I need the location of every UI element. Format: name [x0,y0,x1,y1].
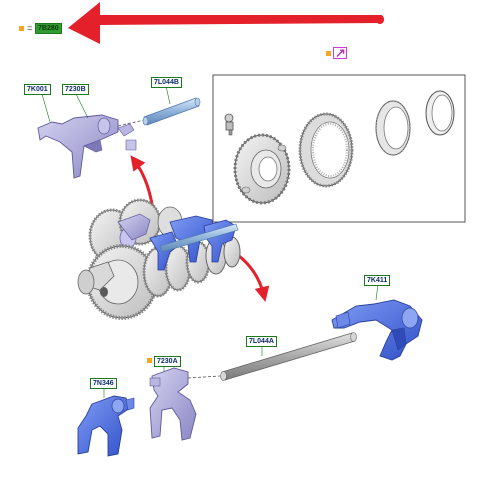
callout-7k001[interactable]: 7K001 [24,84,51,95]
shift-rail-7l044a [220,332,357,381]
gearbox-assembly [77,198,241,320]
callout-7l044a[interactable]: 7L044A [246,336,277,347]
callout-7230a-marker [147,358,152,363]
shift-fork-7230a [149,367,221,441]
synchronizer-hub-part [233,133,291,205]
callout-7230b[interactable]: 7230B [62,84,89,95]
shift-fork-7k411 [331,299,423,361]
equals-sign: = [27,23,33,33]
shift-fork-7n346 [77,395,135,457]
callout-7n346[interactable]: 7N346 [90,378,117,389]
shift-rail-7l044b [142,97,201,126]
callout-7230a[interactable]: 7230A [154,356,181,367]
reference-marker [19,26,24,31]
callout-7k411[interactable]: 7K411 [364,275,391,286]
callout-7l044b[interactable]: 7L044B [151,77,182,88]
synchronizer-sleeve-part [298,112,354,188]
spring-ring-part [425,90,455,136]
shift-fork-7k001 [37,114,145,179]
blocker-ring-part [375,100,411,156]
reference-part-label[interactable]: 7B280 [35,23,62,34]
detail-marker [326,51,331,56]
detent-pin-part [224,113,234,136]
external-link-icon[interactable] [333,47,347,59]
pointer-arrow [68,2,384,44]
